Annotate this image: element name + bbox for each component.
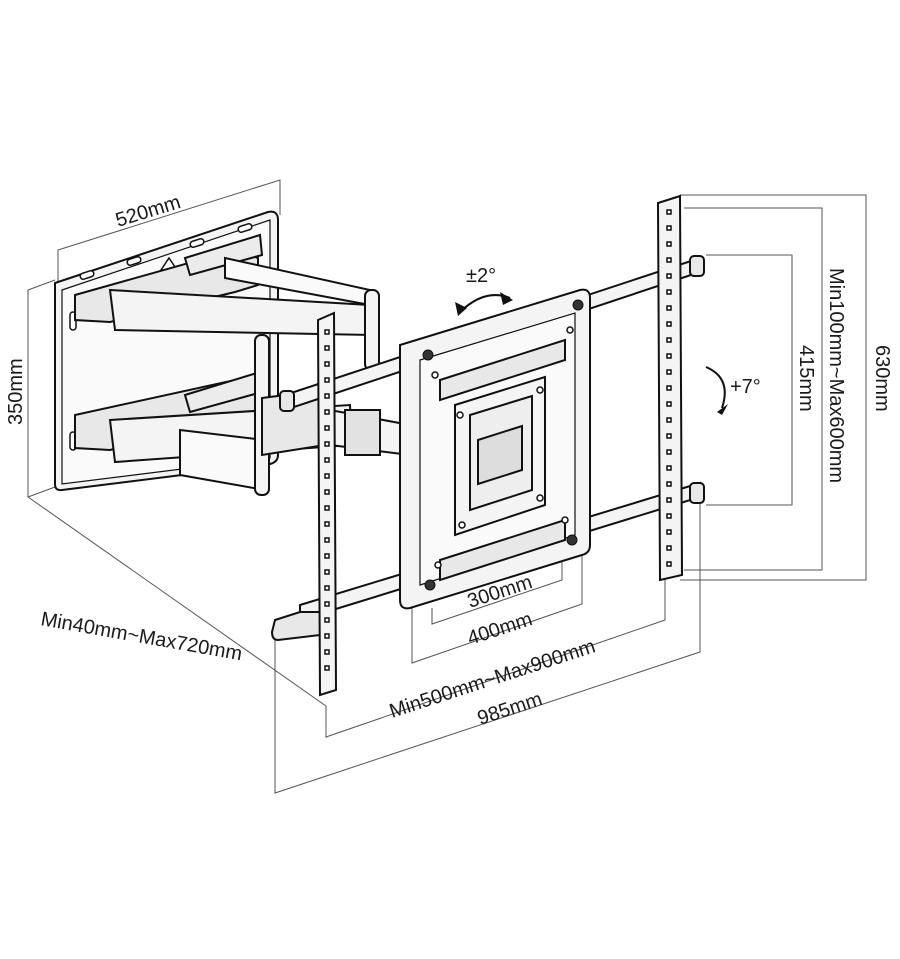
rail-hole [666, 241, 672, 247]
label-tilt-angle: +7° [730, 376, 761, 398]
rail-hole [666, 369, 672, 375]
rail-hole [324, 489, 330, 495]
label-350mm: 350mm [5, 358, 27, 425]
rail-hole [324, 361, 330, 367]
rail-hole [324, 553, 330, 559]
rail-hole [324, 601, 330, 607]
rail-hole [324, 649, 330, 655]
center-plate [399, 288, 591, 610]
rail-hole [666, 497, 672, 503]
rail-hole [324, 521, 330, 527]
rail-hole [666, 433, 672, 439]
rail-hole [666, 225, 672, 231]
rail-hole [324, 457, 330, 463]
rail-hole [666, 209, 672, 215]
rail-hole [666, 449, 672, 455]
rail-hole [324, 617, 330, 623]
tilt-arrow-icon [705, 366, 726, 409]
rail-hole [324, 537, 330, 543]
rail-hole [324, 665, 330, 671]
rail-hole [324, 569, 330, 575]
rail-hole [324, 345, 330, 351]
rail-hole [666, 545, 672, 551]
label-swivel-angle: ±2° [466, 265, 496, 287]
rail-hole [324, 633, 330, 639]
rail-hole [666, 305, 672, 311]
rail-hole [324, 441, 330, 447]
rail-hole [666, 417, 672, 423]
rail-hole [666, 401, 672, 407]
left-rail [316, 311, 338, 697]
rail-hole [666, 337, 672, 343]
label-630mm: 630mm [871, 345, 893, 412]
rail-hole [666, 465, 672, 471]
label-min100-max600: Min100mm~Max600mm [825, 268, 847, 483]
rail-hole [666, 257, 672, 263]
rail-hole [324, 585, 330, 591]
rail-hole [324, 329, 330, 335]
rail-hole [666, 289, 672, 295]
rail-hole [324, 409, 330, 415]
rail-hole [666, 481, 672, 487]
articulating-arms [108, 256, 411, 496]
label-415mm: 415mm [795, 345, 817, 412]
rail-hole [666, 513, 672, 519]
rail-hole [666, 273, 672, 279]
rail-hole [666, 561, 672, 567]
rail-hole [666, 529, 672, 535]
right-rail [656, 194, 684, 582]
dimension-lines [27, 179, 867, 794]
rail-hole [324, 393, 330, 399]
label-400mm: 400mm [465, 608, 535, 650]
rail-hole [324, 425, 330, 431]
rail-hole [666, 385, 672, 391]
rail-hole [324, 473, 330, 479]
label-min40-max720: Min40mm~Max720mm [39, 608, 244, 665]
rail-hole [324, 505, 330, 511]
rail-hole [666, 353, 672, 359]
rail-hole [666, 321, 672, 327]
label-985mm: 985mm [475, 688, 545, 730]
label-520mm: 520mm [113, 191, 183, 232]
rail-hole [324, 377, 330, 383]
